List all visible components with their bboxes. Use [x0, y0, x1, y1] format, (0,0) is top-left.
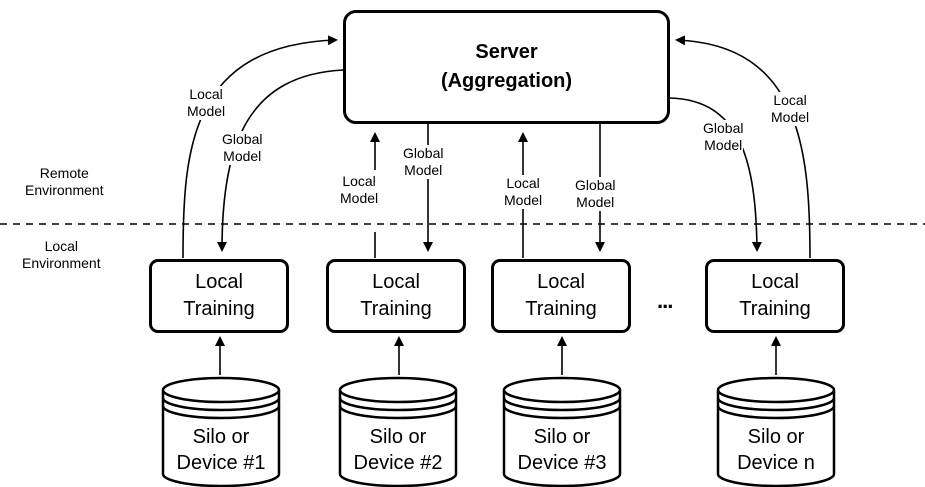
global-model-label-n: Global Model — [703, 120, 744, 154]
silo-label-2: Silo or Device #2 — [353, 426, 443, 474]
remote-environment-label: Remote Environment — [25, 165, 104, 198]
local-training-box-n: Local Training — [705, 259, 845, 333]
local-model-label-1: Local Model — [187, 86, 226, 120]
local-model-label-2: Local Model — [340, 173, 379, 207]
silo-cylinder-1 — [161, 376, 281, 487]
silo-label-n: Silo or Device n — [737, 426, 815, 474]
local-environment-label: Local Environment — [22, 238, 101, 271]
local-model-label-3: Local Model — [504, 175, 543, 209]
ellipsis: ... — [657, 288, 673, 313]
local-training-box-3: Local Training — [491, 259, 631, 333]
server-title: Server — [475, 41, 538, 63]
local-model-label-n: Local Model — [771, 92, 810, 126]
server-subtitle: (Aggregation) — [440, 70, 573, 92]
local-training-box-2: Local Training — [326, 259, 466, 333]
server-box: Server (Aggregation) — [343, 10, 670, 124]
silo-cylinder-n — [716, 376, 836, 487]
local-training-box-1: Local Training — [149, 259, 289, 333]
arrow-global-model-1 — [217, 69, 344, 252]
global-model-label-3: Global Model — [575, 177, 616, 211]
global-model-label-1: Global Model — [222, 131, 263, 165]
silo-cylinder-3 — [502, 376, 622, 487]
silo-label-1: Silo or Device #1 — [176, 426, 266, 474]
global-model-label-2: Global Model — [403, 145, 444, 179]
silo-cylinder-2 — [338, 376, 458, 487]
silo-label-3: Silo or Device #3 — [517, 426, 607, 474]
